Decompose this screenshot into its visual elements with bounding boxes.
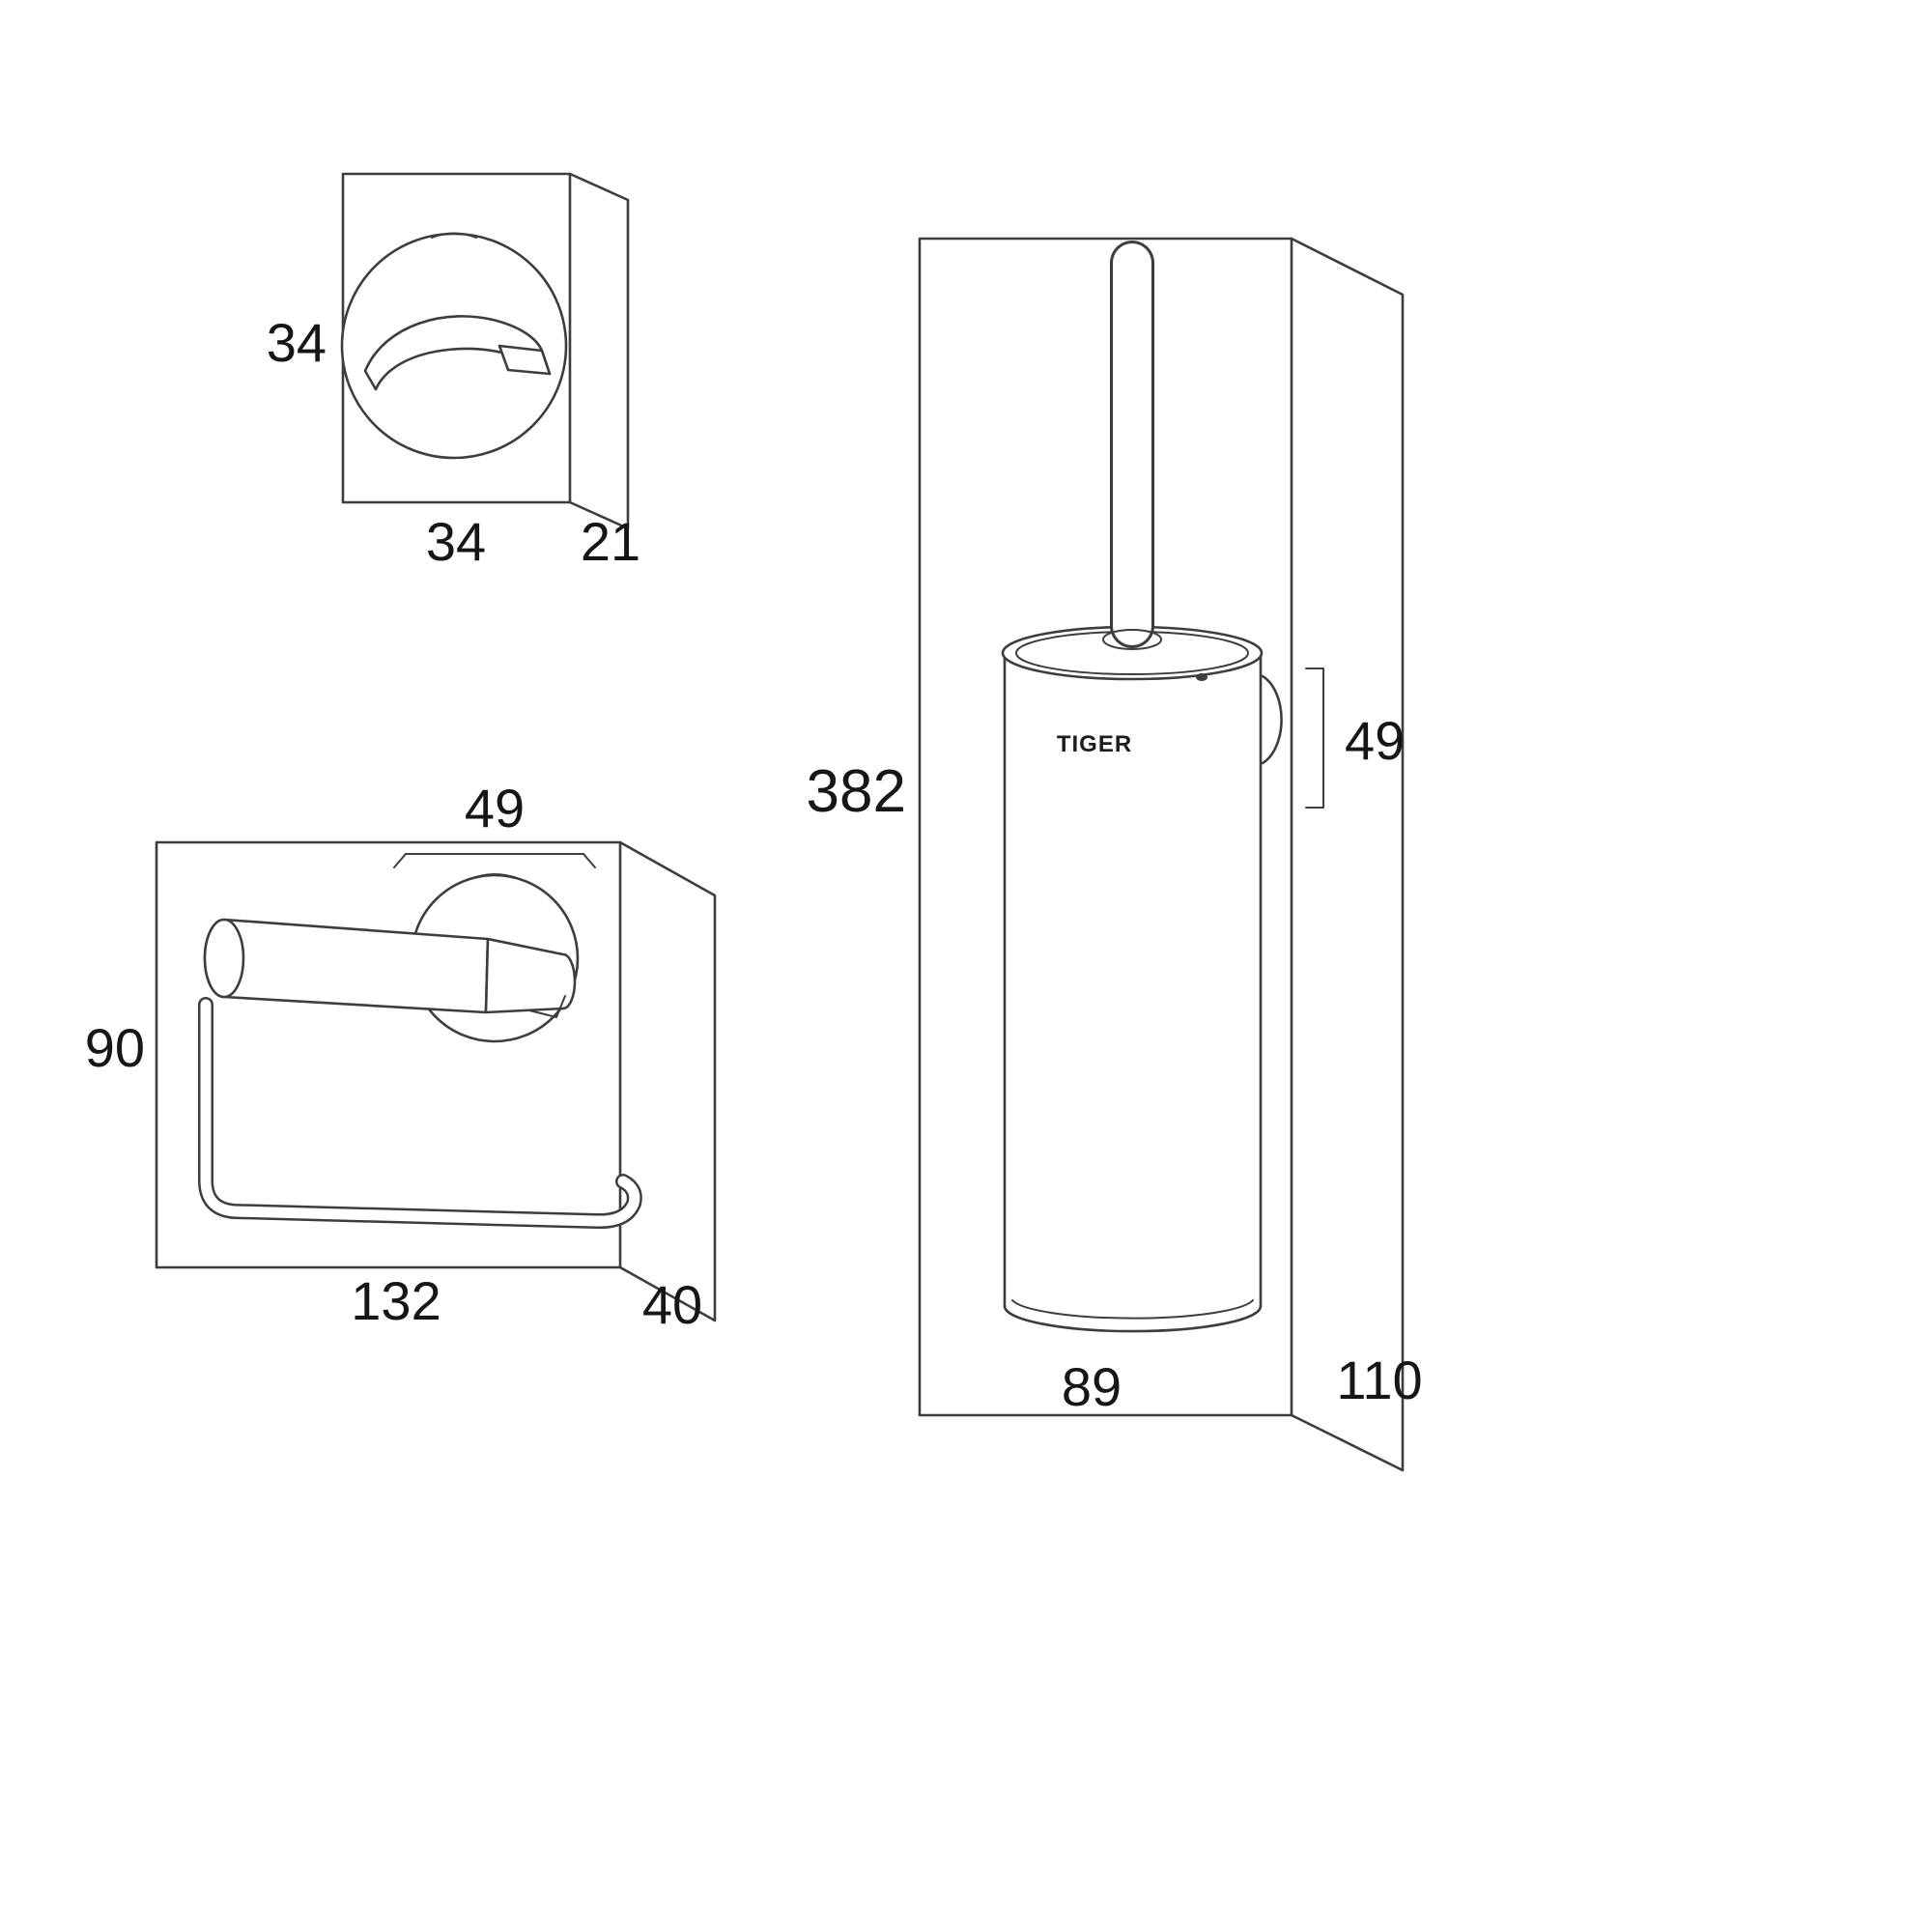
mount-height-bracket (1305, 668, 1324, 809)
brush-depth-label: 110 (1336, 1350, 1422, 1410)
holder-wire-outline (198, 997, 642, 1230)
canister-body-fill (1005, 653, 1261, 1332)
hook-width-label: 34 (426, 511, 486, 572)
hook-depth-label: 21 (581, 511, 640, 572)
roll-width-label: 132 (351, 1270, 440, 1331)
roll-depth-label: 40 (642, 1274, 702, 1335)
hook-drawing: 34 34 21 (267, 172, 640, 572)
holder-wire-fill (200, 999, 640, 1227)
handle-collar (1102, 629, 1162, 650)
roll-panel-depth (618, 840, 717, 1322)
canister-bottom-rim (1011, 1299, 1254, 1320)
hook-panel-depth (568, 172, 630, 530)
roll-rose-width-bracket (393, 853, 596, 868)
roll-holder-drawing: 49 90 132 40 (85, 778, 717, 1335)
hook-height-label: 34 (267, 312, 327, 373)
brush-bracket-height-label: 49 (1345, 710, 1405, 771)
roll-height-label: 90 (85, 1017, 145, 1078)
canister-body-sides (1003, 651, 1263, 1308)
hook-top-notch (431, 232, 477, 239)
brush-holder-drawing: TIGER 382 49 89 110 (807, 237, 1423, 1472)
hook-arm-tip-face (497, 344, 552, 376)
brush-width-label: 89 (1062, 1356, 1122, 1417)
brush-panel-depth (1290, 237, 1405, 1472)
canister-bottom-arc (1003, 1304, 1263, 1333)
roller-hub (484, 937, 577, 1014)
roll-rose-width-label: 49 (465, 778, 525, 838)
brand-logo: TIGER (1057, 731, 1132, 757)
lid-vent-hole (1196, 673, 1208, 681)
roller-hub-tab (528, 995, 566, 1018)
wall-mount-bump (1261, 674, 1283, 765)
roll-rose-notch (471, 873, 518, 879)
roller-bar-end-cap (203, 918, 245, 999)
brush-height-label: 382 (807, 758, 906, 825)
